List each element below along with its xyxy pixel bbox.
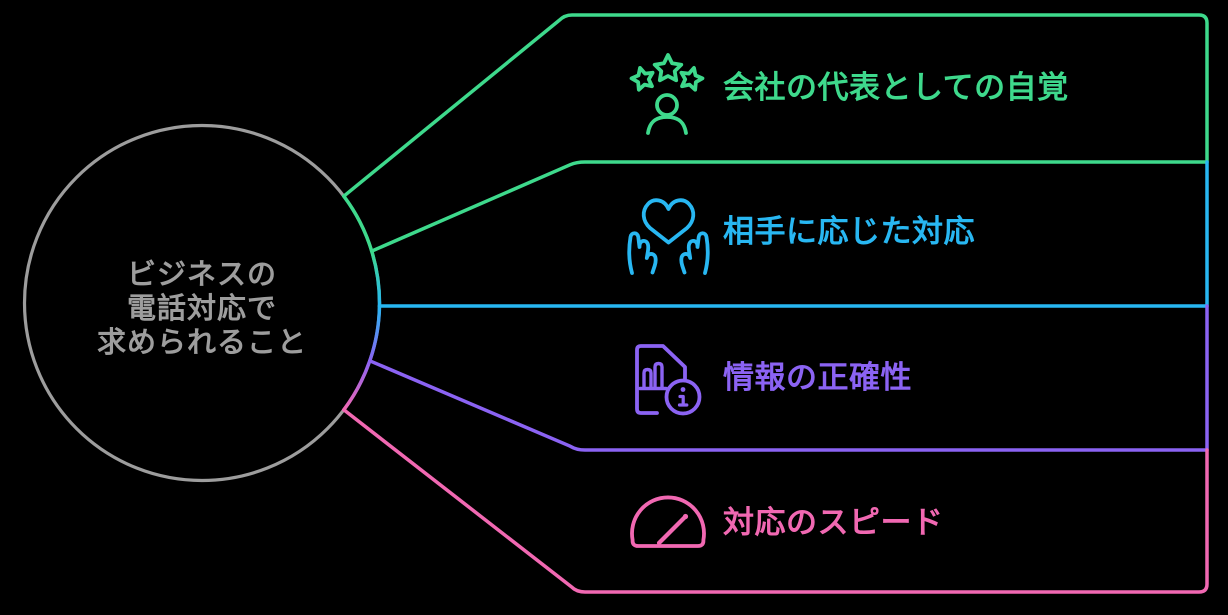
circle-arc-blend-3 [342,359,372,412]
branch-connector-3 [368,304,1209,452]
document-info-strokes [635,344,702,416]
speedometer-strokes [630,495,706,548]
topic-title-line: ビジネスの [126,257,277,291]
heart-outline [641,198,696,245]
branch-label-1: 会社の代表としての自覚 [723,70,1069,106]
document-outline [635,344,687,415]
person-head [655,93,679,117]
chart-bar-short [642,367,653,390]
star-left [628,63,658,93]
branch-1-outline [342,13,1209,253]
person-shoulders [646,115,688,135]
branch-connector-4 [342,408,1209,594]
document-info-icon [635,344,702,416]
topic-title-line: 電話対応で [126,291,277,325]
stars-person-icon [628,53,706,135]
gauge-needle [656,515,687,546]
branch-label-2: 相手に応じた対応 [723,214,975,250]
circle-arc-blend-2 [368,304,382,363]
branch-3-outline [368,304,1209,452]
chart-bar-tall [653,361,664,390]
branch-label-4: 対応のスピード [723,505,944,541]
star-center [652,53,684,83]
info-glyph-stem [677,394,689,407]
star-right [676,63,706,93]
gauge-needle-tip [682,513,689,520]
topic-title-line: 求められること [96,325,307,359]
branch-connector-1 [342,13,1209,253]
topic-title: ビジネスの 電話対応で 求められること [40,257,364,359]
speedometer-icon [630,495,706,548]
stars-person-strokes [628,53,706,135]
hands-heart-icon [627,198,710,275]
gauge-body [630,495,706,548]
branch-4-outline [342,408,1209,594]
branch-label-3: 情報の正確性 [723,360,912,396]
hands-heart-strokes [627,198,710,275]
circle-arc-green [342,194,374,253]
hand-left [627,231,658,275]
info-badge-circle [664,378,702,416]
circle-arc-blend-1 [369,249,382,308]
hand-right [679,231,710,275]
info-glyph-dot [680,387,686,392]
